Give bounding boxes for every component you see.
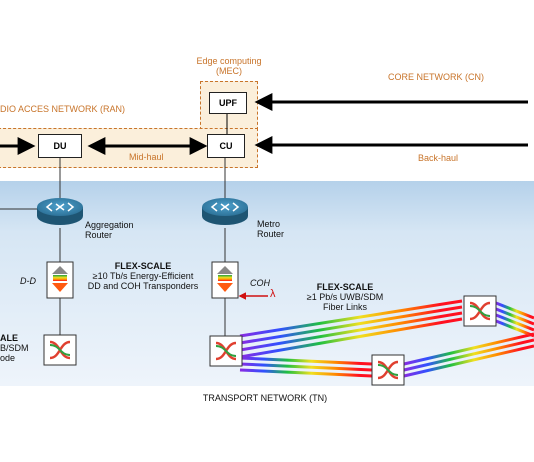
left-node-line2: ode: [0, 353, 16, 363]
optical-node-right-icon: [463, 295, 497, 327]
edge-computing-title: Edge computing (MEC): [188, 56, 270, 76]
dd-transponder-icon: [46, 261, 74, 299]
ran-title: DIO ACCES NETWORK (RAN): [0, 104, 126, 114]
transponder-line1: ≥10 Tb/s Energy-Efficient: [92, 271, 194, 281]
metro-router-label: Metro Router: [257, 219, 284, 239]
metro-line1: Metro: [257, 219, 281, 229]
midhaul-label: Mid-haul: [129, 152, 164, 162]
metro-line2: Router: [257, 229, 285, 239]
aggregation-router-icon: [37, 198, 83, 225]
edge-title-line1: Edge computing: [196, 56, 262, 66]
coh-label: COH: [250, 278, 270, 288]
upf-label: UPF: [219, 98, 237, 108]
core-network-label: CORE NETWORK (CN): [388, 72, 484, 82]
transponder-description: FLEX-SCALE ≥10 Tb/s Energy-Efficient DD …: [74, 261, 212, 291]
transponder-line2: DD and COH Transponders: [87, 281, 199, 291]
upf-box: UPF: [209, 92, 247, 114]
fiber-links: [76, 299, 534, 378]
cu-label: CU: [219, 141, 233, 151]
lambda-label: λ: [270, 288, 276, 300]
transport-network-label: TRANSPORT NETWORK (TN): [202, 393, 328, 403]
aggregation-line1: Aggregation: [85, 220, 134, 230]
optical-node-left-icon: [43, 334, 77, 366]
optical-node-center-icon: [209, 335, 243, 367]
cu-box: CU: [207, 134, 245, 158]
du-label: DU: [53, 141, 67, 151]
dd-label: D-D: [20, 276, 36, 286]
left-node-title: ALE: [0, 333, 18, 343]
left-node-description: ALE B/SDM ode: [0, 333, 29, 363]
aggregation-line2: Router: [85, 230, 113, 240]
coh-transponder-icon: [211, 261, 239, 299]
fiber-line2: Fiber Links: [322, 302, 367, 312]
edge-title-line2: (MEC): [216, 66, 242, 76]
left-node-line1: B/SDM: [0, 343, 29, 353]
du-box: DU: [38, 134, 82, 158]
aggregation-router-label: Aggregation Router: [85, 220, 134, 240]
fiber-line1: ≥1 Pb/s UWB/SDM: [306, 292, 384, 302]
transponder-title: FLEX-SCALE: [114, 261, 172, 271]
fiber-title: FLEX-SCALE: [316, 282, 374, 292]
optical-node-bottom-icon: [371, 354, 405, 386]
metro-router-icon: [202, 198, 248, 225]
fiber-description: FLEX-SCALE ≥1 Pb/s UWB/SDM Fiber Links: [300, 282, 390, 312]
backhaul-label: Back-haul: [418, 153, 459, 163]
